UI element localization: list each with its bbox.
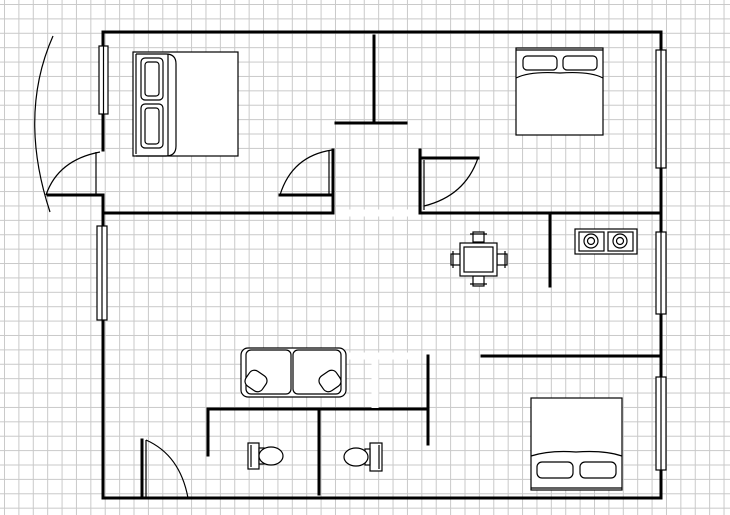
bedroom-door-left-swing	[279, 149, 333, 196]
bed-bottom-right	[530, 397, 623, 491]
entry-door-arc	[34, 35, 54, 213]
gas-stove	[574, 228, 638, 255]
windows	[96, 45, 667, 471]
entry-door-swing	[45, 151, 101, 196]
bedroom-door-right-swing	[423, 157, 479, 207]
dining-table	[450, 231, 508, 287]
doors	[34, 35, 479, 499]
sofa	[240, 347, 347, 398]
wall-openings	[340, 209, 421, 408]
bottom-door-swing	[145, 439, 189, 499]
bed-top-left	[132, 51, 239, 157]
bed-top-right	[515, 47, 604, 136]
interior-walls	[46, 34, 663, 500]
toilet-right	[343, 442, 383, 472]
toilet-left	[247, 442, 284, 470]
